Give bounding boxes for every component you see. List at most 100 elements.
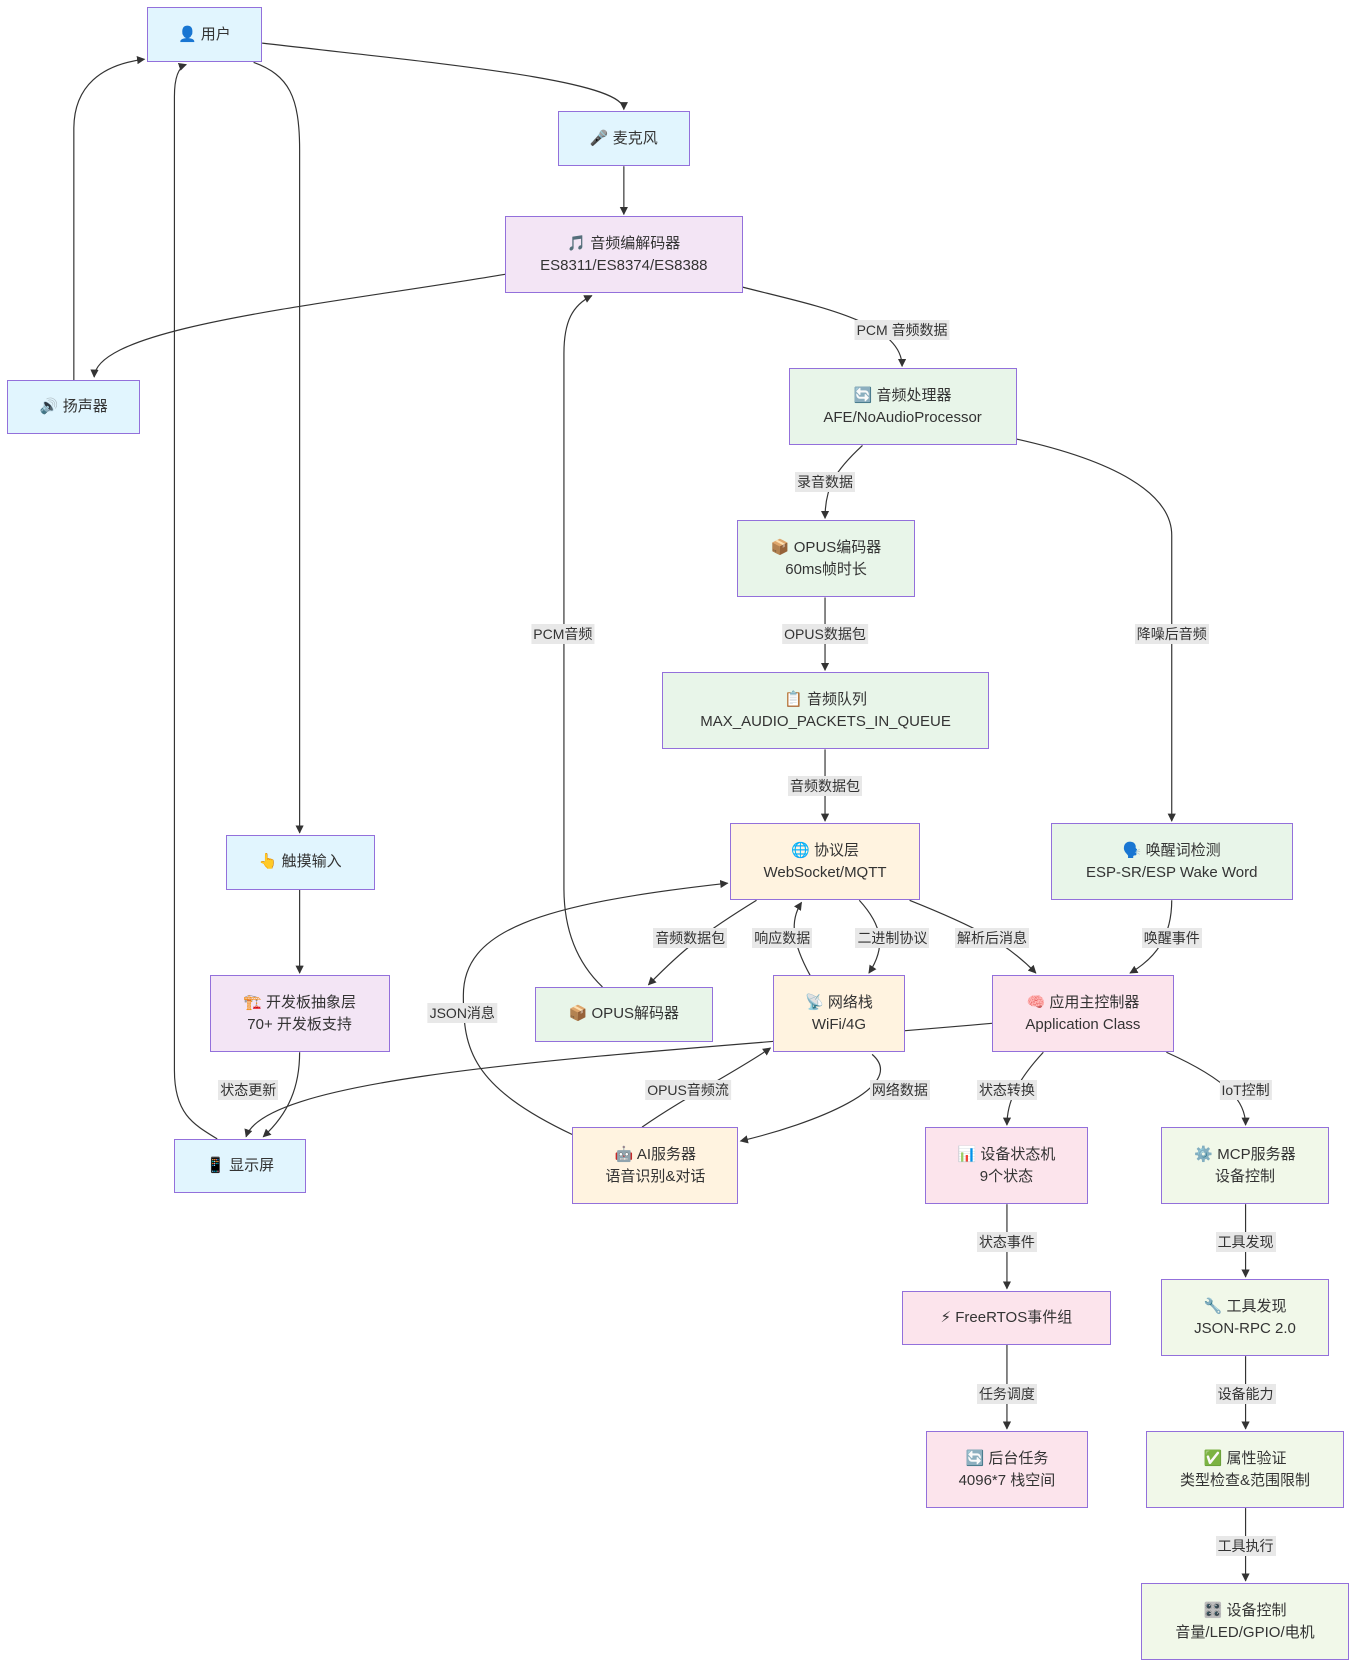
node-queue-icon: 📋 bbox=[784, 690, 803, 708]
node-ai-icon: 🤖 bbox=[614, 1145, 634, 1163]
node-subtitle: ESP-SR/ESP Wake Word bbox=[1086, 863, 1258, 881]
node-display-icon: 📱 bbox=[206, 1156, 225, 1174]
edge-codec-audioproc bbox=[742, 286, 907, 368]
node-devctrl: 🎛️ 设备控制音量/LED/GPIO/电机 bbox=[1140, 1583, 1350, 1661]
edge-label-opusenc-queue: OPUS数据包 bbox=[782, 623, 868, 644]
node-title: 📊 设备状态机 bbox=[957, 1144, 1055, 1166]
node-title: 🔊 扬声器 bbox=[40, 396, 108, 418]
node-opusdec: 📦 OPUS解码器 bbox=[535, 987, 713, 1042]
edge-label-opusdec-codec: PCM音频 bbox=[531, 623, 595, 644]
node-title-text: 显示屏 bbox=[229, 1156, 275, 1174]
node-subtitle: JSON-RPC 2.0 bbox=[1194, 1319, 1296, 1337]
node-title: ✅ 属性验证 bbox=[1204, 1448, 1287, 1470]
node-title: 🤖 AI服务器 bbox=[615, 1144, 696, 1166]
node-title: 🎤 麦克风 bbox=[590, 128, 658, 150]
edge-label-freertos-bgtask: 任务调度 bbox=[976, 1383, 1037, 1404]
node-title: 🔄 音频处理器 bbox=[854, 385, 952, 407]
edge-label-network-protocol: 响应数据 bbox=[752, 927, 813, 948]
node-freertos: ⚡ FreeRTOS事件组 bbox=[902, 1291, 1111, 1345]
node-subtitle: 60ms帧时长 bbox=[785, 560, 867, 578]
node-title: 🧠 应用主控制器 bbox=[1026, 992, 1139, 1014]
edge-speaker-user bbox=[73, 56, 146, 381]
edge-label-network-ai: 网络数据 bbox=[869, 1079, 930, 1100]
node-opusenc-icon: 📦 bbox=[770, 538, 790, 556]
node-subtitle: WiFi/4G bbox=[811, 1015, 867, 1033]
node-subtitle: WebSocket/MQTT bbox=[763, 863, 887, 881]
node-title-text: 网络栈 bbox=[827, 993, 873, 1011]
edge-label-statemachine-freertos: 状态事件 bbox=[976, 1231, 1037, 1252]
node-subtitle: 9个状态 bbox=[979, 1167, 1034, 1185]
node-devctrl-icon: 🎛️ bbox=[1203, 1601, 1223, 1619]
node-propcheck: ✅ 属性验证类型检查&范围限制 bbox=[1146, 1431, 1344, 1509]
node-title: 🏗️ 开发板抽象层 bbox=[243, 992, 356, 1014]
edge-label-app-mcp: IoT控制 bbox=[1219, 1079, 1272, 1100]
node-user: 👤 用户 bbox=[146, 7, 263, 63]
edge-board-display bbox=[262, 1052, 301, 1138]
edge-user-mic bbox=[262, 42, 628, 111]
edge-ai-protocol bbox=[462, 879, 729, 1136]
node-title: 🔧 工具发现 bbox=[1204, 1296, 1287, 1318]
edge-label-audioproc-wakeword: 降噪后音频 bbox=[1134, 623, 1209, 644]
node-ai: 🤖 AI服务器语音识别&对话 bbox=[572, 1127, 739, 1205]
node-title-text: 用户 bbox=[200, 25, 231, 43]
node-speaker: 🔊 扬声器 bbox=[7, 380, 141, 434]
node-touch-icon: 👆 bbox=[258, 853, 278, 871]
node-title: 👤 用户 bbox=[178, 24, 231, 46]
node-title-text: 音频处理器 bbox=[876, 386, 952, 404]
node-title-text: OPUS编码器 bbox=[793, 538, 882, 556]
node-subtitle: 音量/LED/GPIO/电机 bbox=[1175, 1623, 1315, 1641]
node-title-text: 唤醒词检测 bbox=[1145, 841, 1221, 859]
edge-audioproc-wakeword bbox=[1016, 438, 1176, 822]
edge-opusdec-codec bbox=[563, 295, 603, 988]
node-title-text: 麦克风 bbox=[612, 129, 658, 147]
node-title: 📦 OPUS解码器 bbox=[569, 1003, 679, 1025]
node-board-icon: 🏗️ bbox=[243, 993, 262, 1011]
edge-label-protocol-opusdec: 音频数据包 bbox=[653, 927, 728, 948]
edge-label-queue-protocol: 音频数据包 bbox=[788, 775, 863, 796]
edge-user-touch bbox=[253, 61, 304, 834]
node-freertos-icon: ⚡ bbox=[940, 1308, 952, 1326]
node-mcp: ⚙️ MCP服务器设备控制 bbox=[1161, 1127, 1330, 1205]
node-title-text: OPUS解码器 bbox=[591, 1005, 680, 1023]
node-title-text: 后台任务 bbox=[988, 1449, 1049, 1467]
node-opusdec-icon: 📦 bbox=[568, 1005, 588, 1023]
edge-label-app-statemachine: 状态转换 bbox=[976, 1079, 1037, 1100]
node-subtitle: AFE/NoAudioProcessor bbox=[823, 408, 982, 426]
node-title: 🗣️ 唤醒词检测 bbox=[1123, 840, 1221, 862]
node-title-text: 触摸输入 bbox=[281, 853, 342, 871]
node-subtitle: ES8311/ES8374/ES8388 bbox=[540, 256, 708, 274]
node-title: 👆 触摸输入 bbox=[259, 851, 342, 873]
node-speaker-icon: 🔊 bbox=[39, 397, 59, 415]
node-subtitle: Application Class bbox=[1025, 1015, 1141, 1033]
edge-label-wakeword-app: 唤醒事件 bbox=[1141, 927, 1202, 948]
node-title-text: 音频编解码器 bbox=[590, 234, 681, 252]
node-title-text: 协议层 bbox=[813, 841, 859, 859]
node-audioproc-icon: 🔄 bbox=[853, 386, 873, 404]
node-title-text: 开发板抽象层 bbox=[266, 993, 357, 1011]
node-title-text: 工具发现 bbox=[1226, 1297, 1287, 1315]
node-mcp-icon: ⚙️ bbox=[1194, 1145, 1214, 1163]
node-mic: 🎤 麦克风 bbox=[557, 111, 691, 166]
node-title: 🎛️ 设备控制 bbox=[1204, 1600, 1287, 1622]
node-wakeword-icon: 🗣️ bbox=[1122, 841, 1142, 859]
edge-label-mcp-tooldisc: 工具发现 bbox=[1215, 1231, 1276, 1252]
node-statemachine-icon: 📊 bbox=[957, 1145, 977, 1163]
edge-display-user bbox=[173, 62, 218, 1140]
node-title: ⚡ FreeRTOS事件组 bbox=[941, 1307, 1073, 1329]
edge-label-protocol-app: 解析后消息 bbox=[954, 927, 1029, 948]
node-title: 🔄 后台任务 bbox=[965, 1448, 1048, 1470]
node-codec-icon: 🎵 bbox=[567, 234, 587, 252]
node-title: 🎵 音频编解码器 bbox=[567, 233, 680, 255]
node-title-text: FreeRTOS事件组 bbox=[955, 1308, 1073, 1326]
node-title: 📦 OPUS编码器 bbox=[771, 537, 881, 559]
node-title-text: 扬声器 bbox=[62, 397, 108, 415]
edge-label-protocol-network: 二进制协议 bbox=[855, 927, 930, 948]
